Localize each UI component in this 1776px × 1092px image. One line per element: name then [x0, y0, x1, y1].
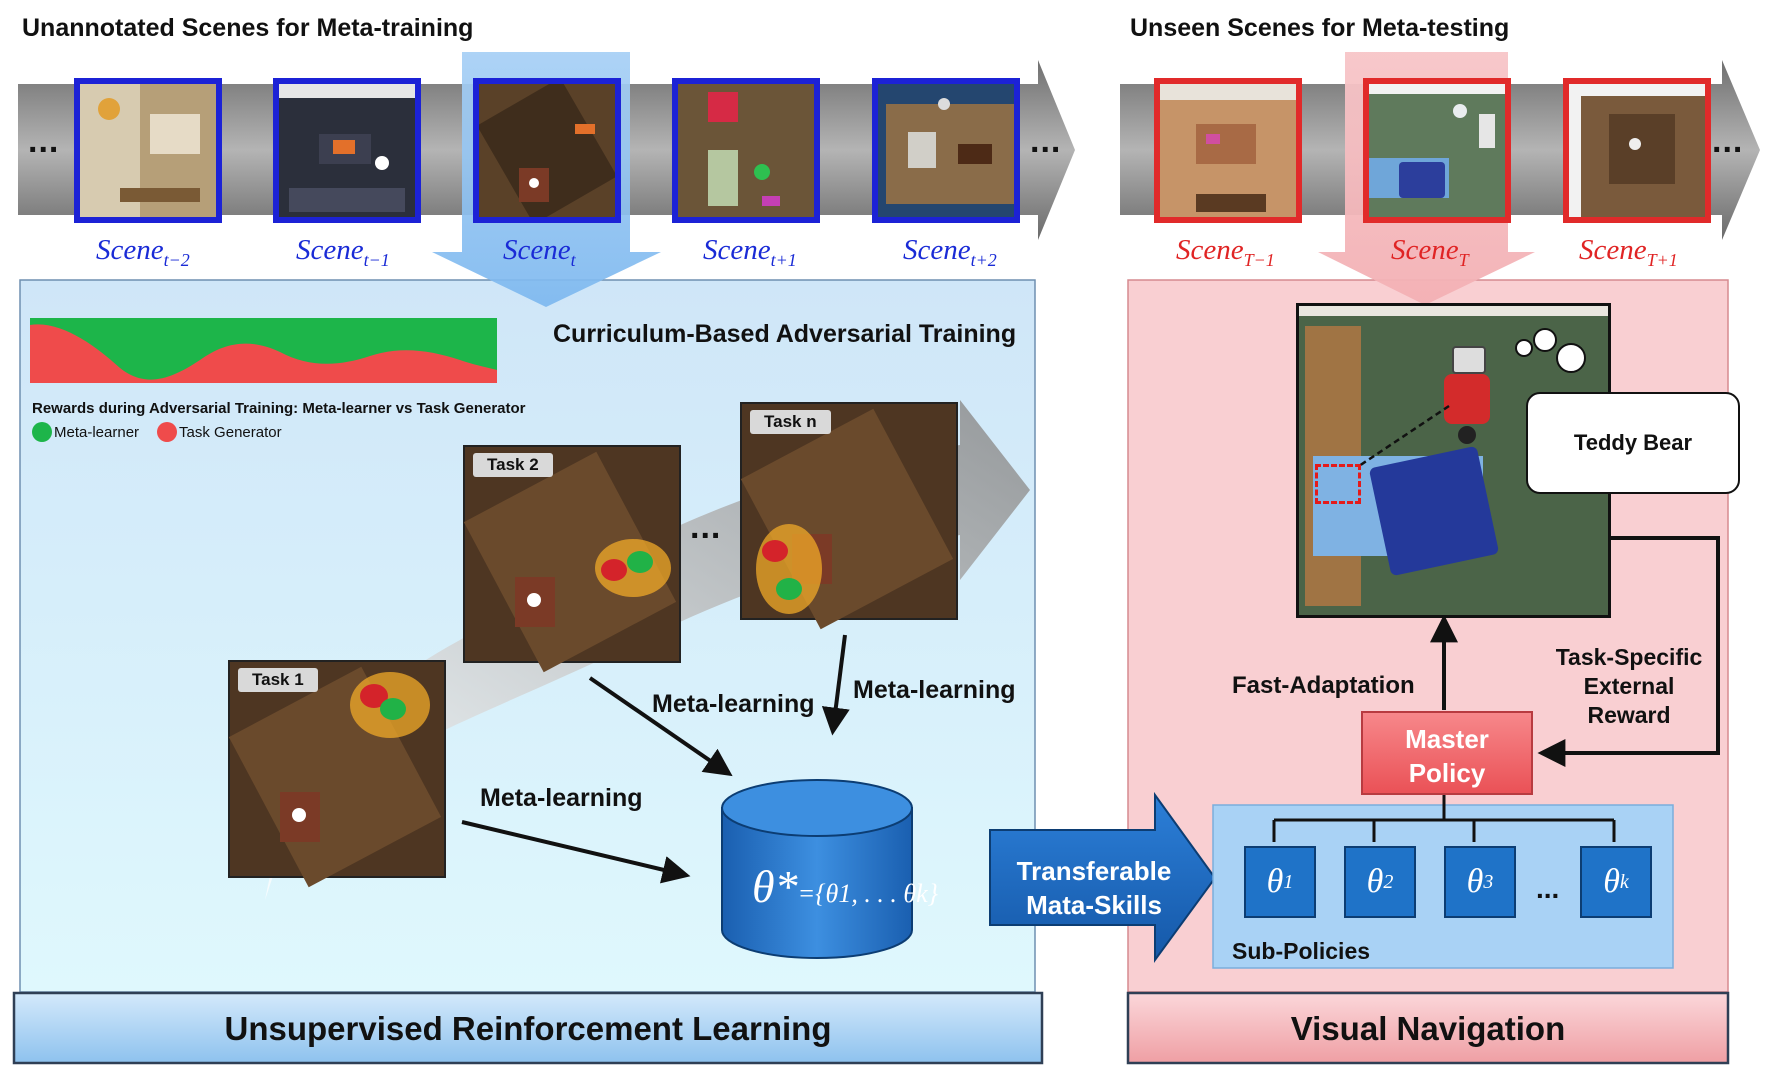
transfer-label: Transferable Mata-Skills	[1016, 856, 1172, 920]
robot	[1444, 346, 1490, 446]
meta-learning-label: Meta-learning	[480, 784, 643, 812]
navigation-view	[1296, 303, 1611, 618]
task-generator-reward-area	[30, 324, 497, 383]
scene-thumbnail	[273, 78, 421, 223]
meta-learning-label: Meta-learning	[853, 676, 1016, 704]
left-footer-title: Unsupervised Reinforcement Learning	[224, 1010, 832, 1047]
scene-label: Scenet	[503, 234, 576, 270]
scene-thumbnail	[672, 78, 820, 223]
meta-learning-label: Meta-learning	[652, 690, 815, 718]
scene-thumbnail-selected	[1363, 78, 1511, 223]
scene-thumbnail	[1154, 78, 1302, 223]
task-image: Task n	[740, 402, 958, 630]
sub-policies-label: Sub-Policies	[1232, 938, 1371, 964]
legend-label: Task Generator	[179, 423, 282, 441]
meta-arrow-taskn	[821, 634, 850, 736]
rewards-caption: Rewards during Adversarial Training: Met…	[32, 400, 526, 417]
chart-legend: Meta-learner Task Generator	[32, 422, 282, 442]
scene-label: SceneT−1	[1176, 234, 1275, 270]
testing-ellipsis-right: ...	[1712, 122, 1744, 160]
task-label: Task 2	[473, 453, 553, 477]
meta-arrow-task2	[588, 676, 733, 777]
master-policy-label: Master Policy	[1405, 724, 1489, 788]
meta-arrow-task1	[461, 820, 691, 884]
scene-label: Scenet+2	[903, 234, 997, 270]
reward-chart	[30, 318, 497, 383]
legend-label: Meta-learner	[54, 423, 140, 441]
thought-bubble: Teddy Bear	[1526, 392, 1740, 494]
legend-swatch-task-generator	[157, 422, 178, 442]
scene-thumbnail	[872, 78, 1020, 223]
scene-label: Scenet−2	[96, 234, 190, 270]
meta-parameter-cylinder	[721, 779, 913, 959]
task-image: Task 1	[228, 660, 446, 888]
sub-policy-ellipsis: ...	[1536, 873, 1560, 904]
right-footer-title: Visual Navigation	[1290, 1010, 1566, 1047]
left-footer-bg	[12, 991, 1044, 1065]
legend-swatch-meta-learner	[32, 422, 52, 442]
meta-testing-title: Unseen Scenes for Meta-testing	[1130, 14, 1510, 42]
training-ellipsis-left: ...	[28, 122, 60, 160]
scene-thumbnail	[1563, 78, 1711, 223]
task-label: Task n	[750, 410, 831, 434]
target-object-label: Teddy Bear	[1573, 430, 1693, 455]
master-policy-box	[1361, 711, 1533, 795]
right-footer-bg	[1126, 991, 1730, 1065]
task-ellipsis: ...	[690, 508, 722, 546]
task-label: Task 1	[238, 668, 318, 692]
training-ellipsis-right: ...	[1030, 122, 1062, 160]
meta-parameters-formula: θ*={θ1, . . . θk}	[752, 860, 938, 913]
meta-training-title: Unannotated Scenes for Meta-training	[22, 14, 474, 42]
curriculum-title: Curriculum-Based Adversarial Training	[553, 320, 1017, 348]
scene-thumbnail-selected	[473, 78, 621, 223]
external-reward-label: Task-Specific External Reward	[1555, 644, 1703, 728]
task-image: Task 2	[463, 445, 681, 673]
teddy-bear-target-box	[1315, 464, 1361, 504]
transfer-arrow	[989, 791, 1217, 964]
scene-label: Scenet−1	[296, 234, 390, 270]
scene-label: SceneT	[1391, 234, 1469, 270]
scene-label: SceneT+1	[1579, 234, 1678, 270]
fast-adaptation-label: Fast-Adaptation	[1232, 672, 1415, 699]
scene-thumbnail	[74, 78, 222, 223]
theta-set: ={θ1, . . . θk}	[797, 879, 939, 908]
scene-label: Scenet+1	[703, 234, 797, 270]
external-reward-loop	[1537, 536, 1720, 767]
theta-star: θ*	[752, 861, 798, 912]
